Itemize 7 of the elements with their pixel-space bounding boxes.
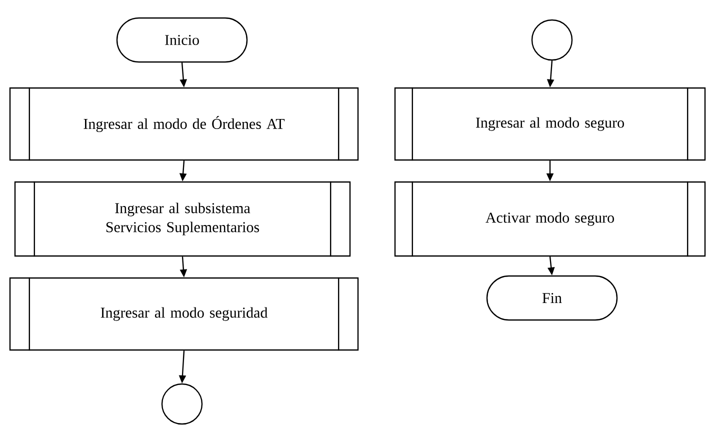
connector-circle xyxy=(161,383,203,425)
connector-circle xyxy=(531,19,573,61)
subprocess-box: Ingresar al modo seguridad xyxy=(9,277,359,351)
subprocess-box: Ingresar al subsistema Servicios Suplementarios xyxy=(14,181,351,257)
subprocess-box: Activar modo seguro xyxy=(394,181,706,257)
subprocess-box: Ingresar al modo de Órdenes AT xyxy=(9,87,359,161)
subprocess-box: Ingresar al modo seguro xyxy=(394,87,706,161)
